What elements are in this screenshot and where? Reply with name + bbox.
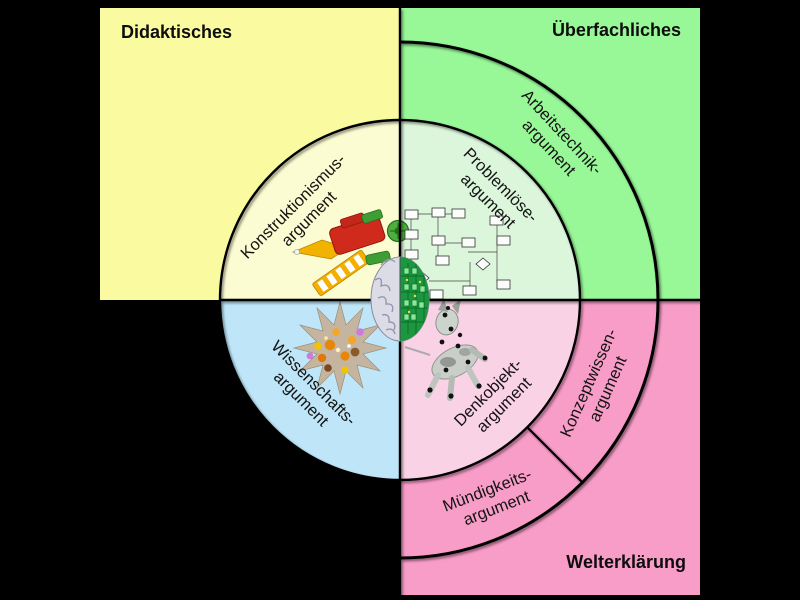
ring-divider-line: [526, 426, 583, 483]
title-didaktisches: Didaktisches: [121, 22, 232, 42]
inner-quarter-problemloese: [400, 120, 580, 300]
inner-quarter-denkobjekt: [400, 300, 580, 480]
lego-robot-model-image: [291, 209, 410, 296]
brain-half-circuit-image: [370, 256, 430, 342]
title-welterklaerung: Welterklärung: [566, 552, 686, 572]
diagram-lines: [218, 8, 700, 595]
robot-dog-image: [404, 299, 488, 401]
title-ueberfachliches: Überfachliches: [552, 20, 681, 40]
molecule-structure-image: [292, 300, 388, 396]
